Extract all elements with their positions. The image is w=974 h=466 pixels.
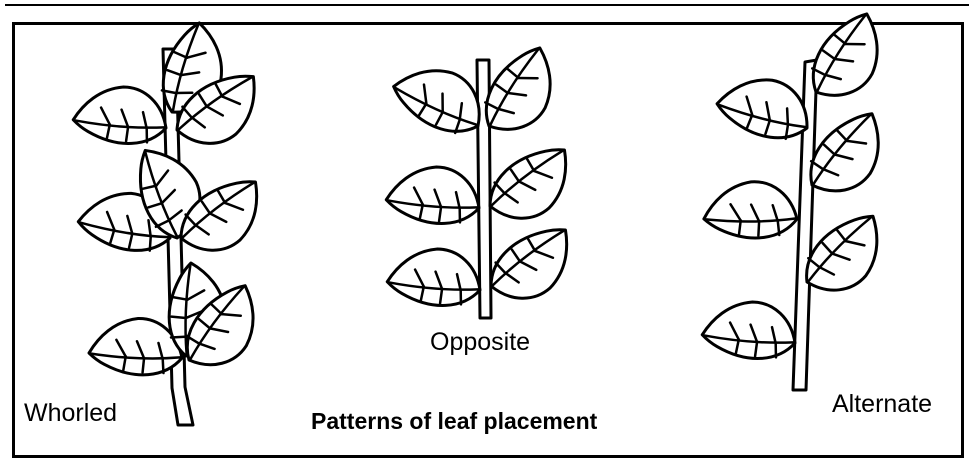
alternate-plant — [700, 8, 901, 390]
whorled-plant — [71, 19, 276, 425]
opposite-leaf-6 — [479, 223, 584, 310]
whorled-leaf-1 — [71, 72, 175, 157]
alternate-leaf-4 — [702, 170, 804, 249]
whorled-label: Whorled — [24, 399, 117, 428]
opposite-leaf-5 — [385, 234, 489, 319]
alternate-leaf-6 — [700, 287, 804, 372]
figure-caption: Patterns of leaf placement — [311, 408, 597, 435]
alternate-label: Alternate — [832, 390, 932, 419]
opposite-label: Opposite — [430, 328, 530, 357]
opposite-leaf-4 — [478, 143, 583, 230]
opposite-plant — [384, 42, 585, 319]
opposite-leaf-3 — [384, 152, 488, 237]
